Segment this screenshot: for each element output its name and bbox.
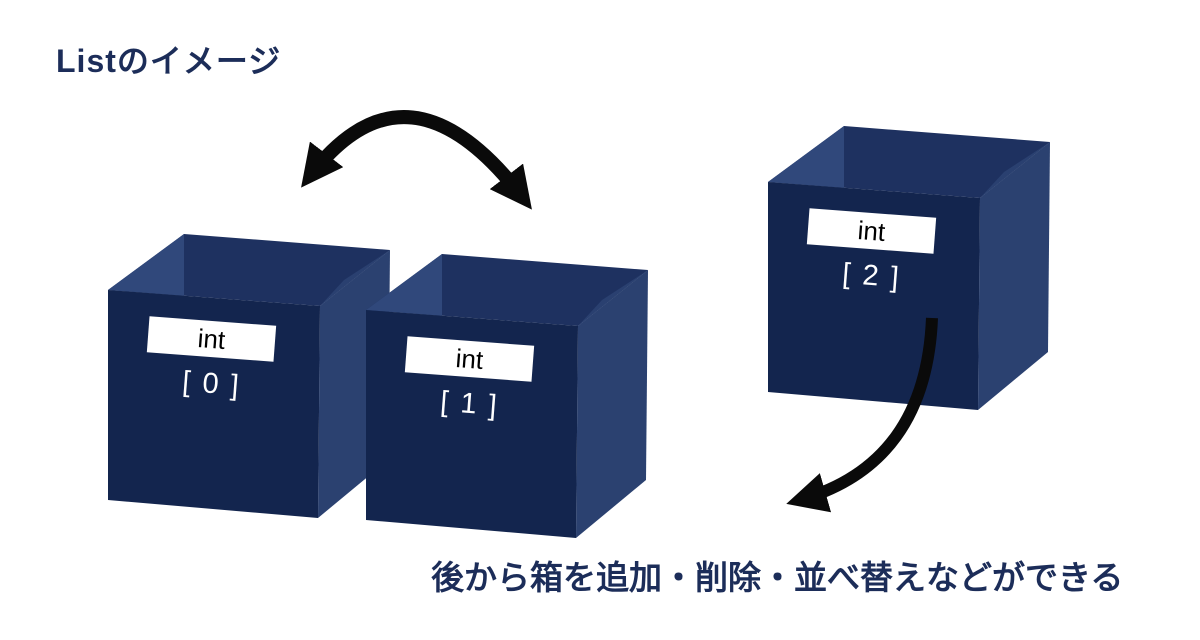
list-box-0: int [ 0 ]: [104, 220, 394, 525]
box-side-face: [576, 270, 648, 538]
box-inner-left-wall: [108, 234, 184, 296]
list-box-1: int [ 1 ]: [362, 240, 652, 545]
page-title: Listのイメージ: [56, 43, 282, 79]
insert-arrow-icon: [786, 317, 938, 513]
type-label: int: [856, 215, 887, 247]
box-side-face: [978, 142, 1050, 410]
insert-arrow-path: [786, 317, 938, 513]
type-label: int: [196, 323, 227, 355]
type-label: int: [454, 343, 485, 375]
box-inner-left-wall: [768, 126, 844, 188]
swap-arrow-path: [301, 110, 532, 210]
swap-arrow-icon: [301, 110, 532, 210]
box-inner-left-wall: [366, 254, 442, 316]
caption-text: 後から箱を追加・削除・並べ替えなどができる: [431, 559, 1124, 596]
